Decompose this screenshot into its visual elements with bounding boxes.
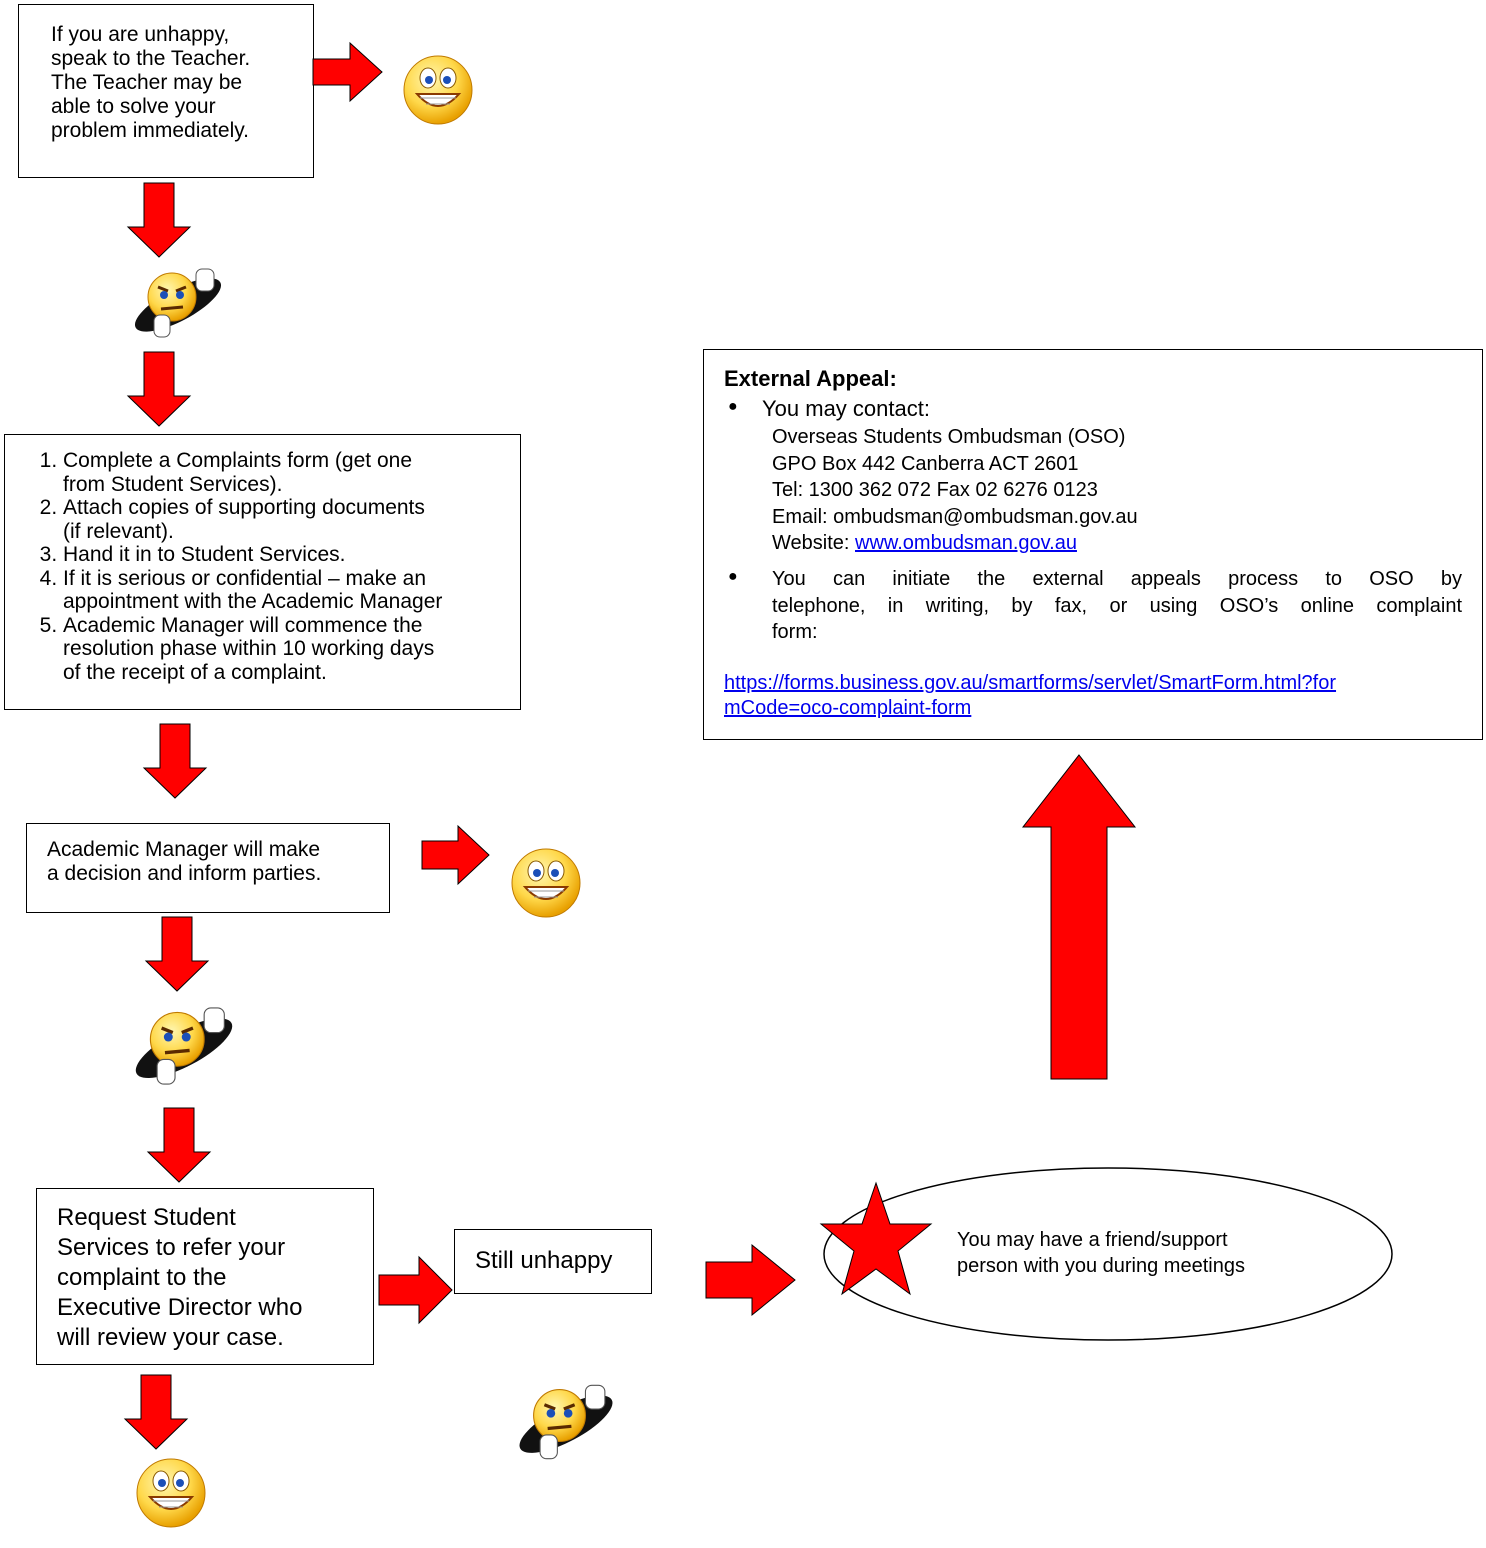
teacher-box-line: able to solve your [51, 95, 216, 118]
step-line: resolution phase within 10 working days [63, 637, 435, 660]
step-line: Hand it in to Student Services. [63, 543, 346, 566]
refer-box-line: will review your case. [57, 1324, 284, 1351]
refer-box-line: complaint to the [57, 1264, 227, 1291]
right-arrow-icon [312, 41, 383, 103]
still-unhappy-text: Still unhappy [475, 1247, 613, 1274]
step-line: appointment with the Academic Manager [63, 590, 443, 613]
happy-smiley-icon [403, 55, 473, 125]
teacher-box-line: The Teacher may be [51, 71, 243, 94]
down-arrow-icon [144, 916, 210, 992]
complaint-steps-box: Complete a Complaints form (get one from… [4, 434, 521, 710]
thumbs-down-angry-smiley-icon [134, 268, 222, 338]
step-line: If it is serious or confidential – make … [63, 566, 427, 590]
contact-line: GPO Box 442 Canberra ACT 2601 [772, 452, 1079, 475]
teacher-box-line: If you are unhappy, [51, 23, 230, 46]
complaint-steps-list: Complete a Complaints form (get one from… [5, 449, 442, 684]
right-arrow-icon [378, 1255, 453, 1325]
down-arrow-icon [123, 1374, 189, 1450]
up-arrow-icon [1021, 754, 1137, 1080]
refer-executive-box: Request Student Services to refer your c… [36, 1188, 374, 1365]
down-arrow-icon [146, 1107, 212, 1183]
step-line: of the receipt of a complaint. [63, 660, 327, 684]
happy-smiley-icon [511, 848, 581, 918]
down-arrow-icon [142, 723, 208, 799]
complaint-form-link-line: mCode=oco-complaint-form [724, 697, 972, 719]
decision-box: Academic Manager will make a decision an… [26, 823, 390, 913]
support-person-ellipse [823, 1167, 1393, 1341]
still-unhappy-box: Still unhappy [454, 1229, 652, 1294]
website-line: Website: www.ombudsman.gov.au [772, 530, 1138, 557]
teacher-box: If you are unhappy, speak to the Teacher… [18, 4, 314, 178]
step-item: If it is serious or confidential – make … [63, 567, 442, 614]
bullet2-line: You can initiate the external appeals pr… [772, 568, 1462, 590]
thumbs-down-angry-smiley-icon [135, 1007, 233, 1085]
contact-line: Overseas Students Ombudsman (OSO) [772, 426, 1126, 448]
teacher-box-line: problem immediately. [51, 119, 250, 142]
red-star-icon [819, 1181, 933, 1296]
contact-line: Tel: 1300 362 072 Fax 02 6276 0123 [772, 479, 1098, 501]
step-line: Complete a Complaints form (get one [63, 449, 412, 472]
website-label: Website: [772, 532, 855, 554]
decision-box-line: a decision and inform parties. [47, 862, 322, 885]
bullet2-line: form: [772, 621, 818, 643]
ombudsman-website-link[interactable]: www.ombudsman.gov.au [855, 532, 1077, 554]
step-item: Hand it in to Student Services. [63, 543, 442, 567]
right-arrow-icon [705, 1243, 796, 1317]
contact-line: Email: ombudsman@ombudsman.gov.au [772, 505, 1138, 528]
step-item: Complete a Complaints form (get one from… [63, 449, 442, 496]
step-line: Academic Manager will commence the [63, 613, 423, 637]
teacher-box-line: speak to the Teacher. [51, 47, 251, 70]
step-line: (if relevant). [63, 519, 174, 543]
refer-box-line: Services to refer your [57, 1234, 286, 1261]
step-line: from Student Services). [63, 472, 283, 496]
decision-box-line: Academic Manager will make [47, 838, 321, 861]
step-item: Academic Manager will commence the resol… [63, 614, 442, 685]
external-appeal-bullet1: You may contact: [762, 396, 930, 421]
complaint-form-link-line: https://forms.business.gov.au/smartforms… [724, 672, 1337, 694]
bullet-icon: ● [728, 398, 738, 415]
step-item: Attach copies of supporting documents (i… [63, 496, 442, 543]
external-appeal-box: External Appeal: ● You may contact: Over… [703, 349, 1483, 740]
thumbs-down-angry-smiley-icon [519, 1384, 613, 1460]
down-arrow-icon [126, 182, 192, 258]
support-person-line: person with you during meetings [957, 1255, 1245, 1277]
refer-box-line: Request Student [57, 1204, 236, 1231]
down-arrow-icon [126, 351, 192, 427]
complaint-form-link[interactable]: https://forms.business.gov.au/smartforms… [724, 671, 1336, 721]
external-appeal-title: External Appeal: [724, 366, 897, 391]
bullet-icon: ● [728, 568, 738, 585]
happy-smiley-icon [136, 1458, 206, 1528]
step-line: Attach copies of supporting documents [63, 496, 425, 519]
right-arrow-icon [421, 824, 490, 886]
bullet2-line: telephone, in writing, by fax, or using … [772, 594, 1462, 617]
refer-box-line: Executive Director who [57, 1294, 303, 1321]
support-person-line: You may have a friend/support [957, 1229, 1228, 1251]
